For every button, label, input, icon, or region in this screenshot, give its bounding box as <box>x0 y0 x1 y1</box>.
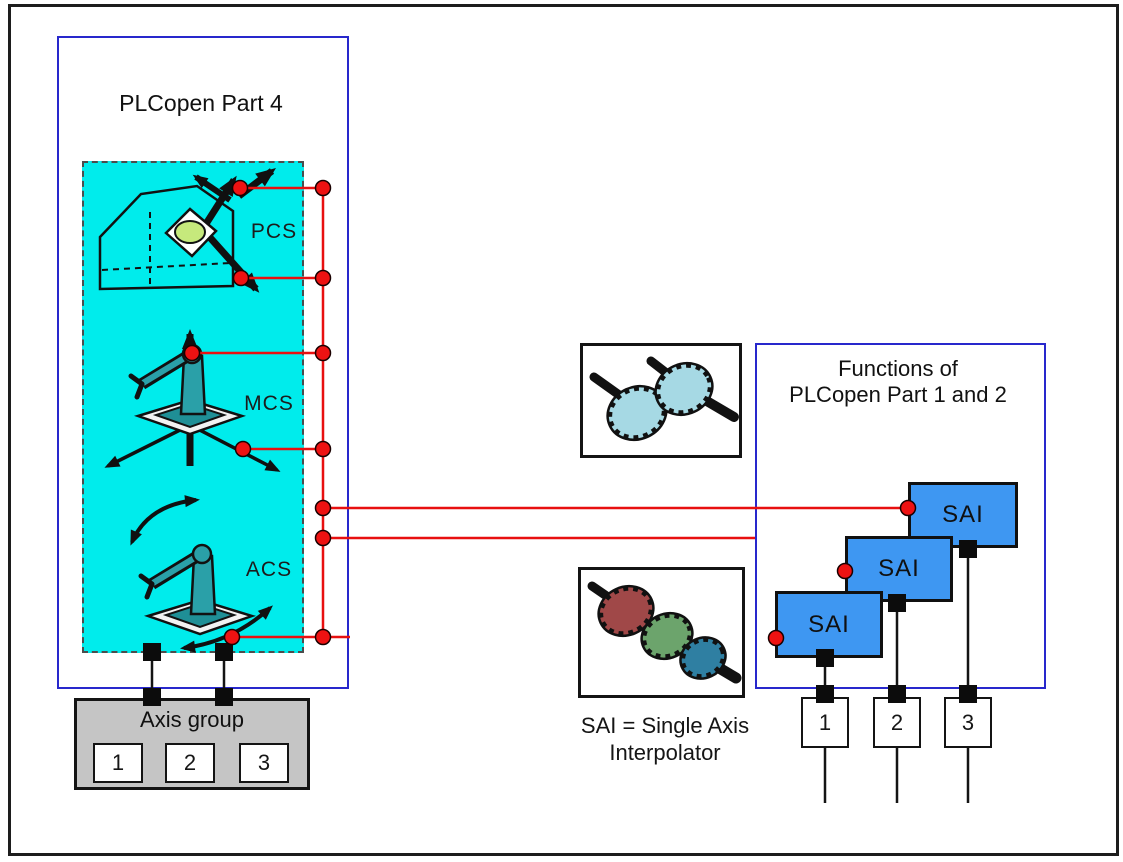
axis-output-2: 2 <box>873 697 921 748</box>
plcopen-part12-title-line1: Functions of <box>838 356 958 381</box>
plcopen-part4-title: PLCopen Part 4 <box>119 90 283 116</box>
plcopen-part4-panel <box>57 36 349 689</box>
sai-legend-line1: SAI = Single Axis <box>580 713 750 738</box>
axis-group-title: Axis group <box>140 707 244 732</box>
mcs-label: MCS <box>244 392 294 415</box>
sai-block-2: SAI <box>845 536 953 602</box>
axis-output-1: 1 <box>801 697 849 748</box>
acs-label: ACS <box>245 558 293 581</box>
pcs-label: PCS <box>250 220 298 243</box>
axis-group-axis-2: 2 <box>165 743 215 783</box>
sai-block-1: SAI <box>775 591 883 658</box>
plcopen-part12-title: Functions of PLCopen Part 1 and 2 <box>762 356 1034 408</box>
axis-group-axis-1: 1 <box>93 743 143 783</box>
three-gears-box <box>578 567 745 698</box>
two-meshing-gears-box <box>580 343 742 458</box>
sai-legend: SAI = Single Axis Interpolator <box>545 712 785 766</box>
sai-legend-line2: Interpolator <box>609 740 721 765</box>
outer-frame <box>8 4 1119 856</box>
plcopen-part12-title-line2: PLCopen Part 1 and 2 <box>789 382 1007 407</box>
axis-output-3: 3 <box>944 697 992 748</box>
axis-group-axis-3: 3 <box>239 743 289 783</box>
